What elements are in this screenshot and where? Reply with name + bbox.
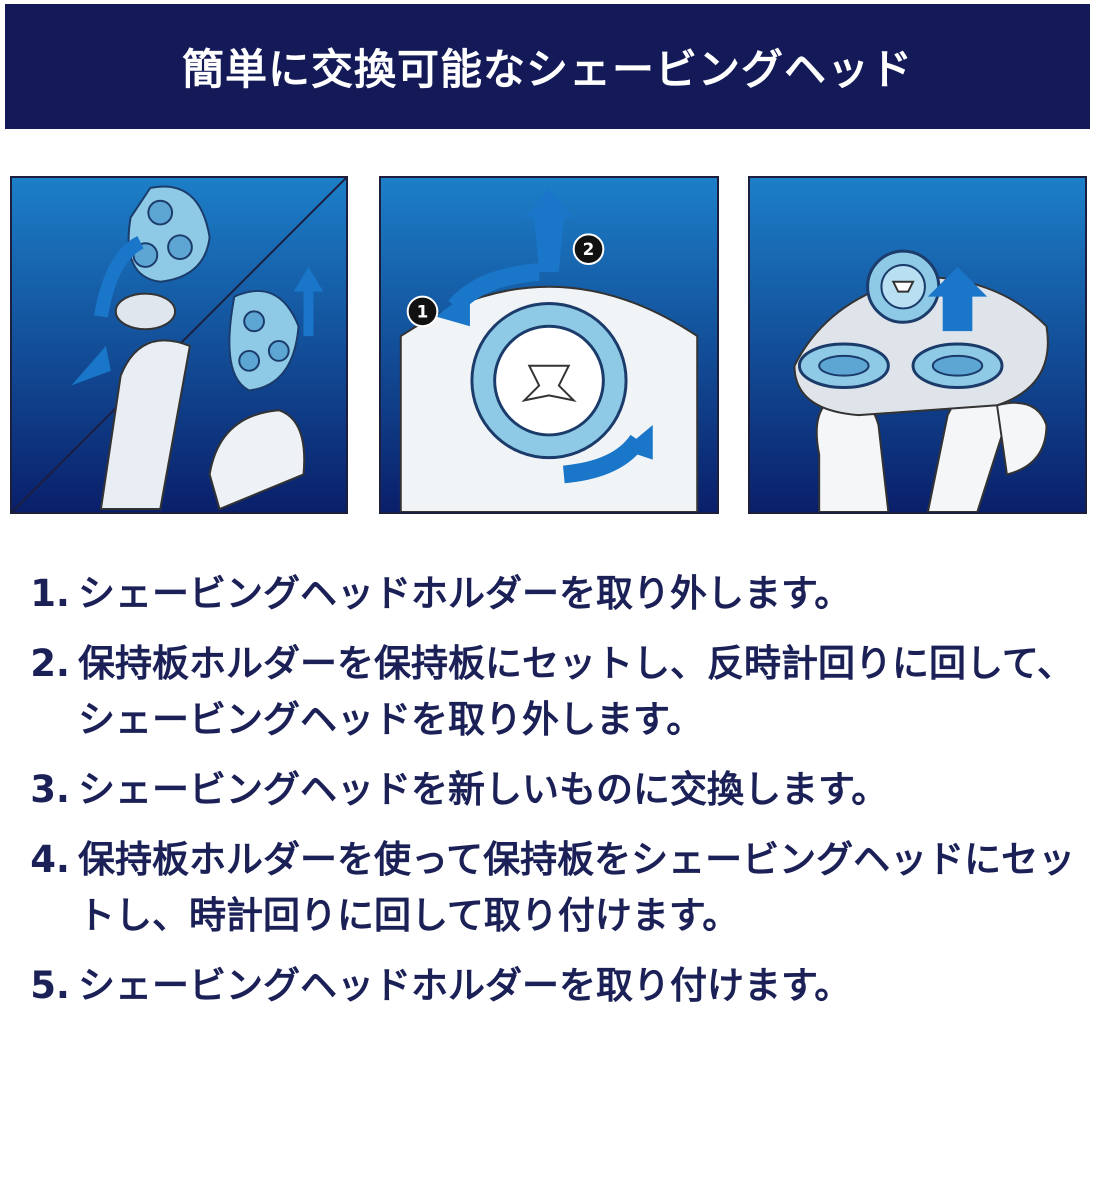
step-badge-2: 2	[572, 233, 605, 265]
badge-label-2: 2	[583, 239, 595, 259]
step-text: 保持板ホルダーを保持板にセットし、反時計回りに回して、シェービングヘッドを取り外…	[78, 642, 1075, 741]
step-number: 3.	[30, 768, 70, 811]
step-5: 5. シェービングヘッドホルダーを取り付けます。	[0, 958, 1107, 1014]
rotate-plate-illustration: 1 2	[379, 176, 719, 514]
counterclockwise-arrow-icon	[435, 291, 470, 327]
instruction-list: 1. シェービングヘッドホルダーを取り外します。 2. 保持板ホルダーを保持板に…	[0, 566, 1107, 1028]
remove-holder-illustration	[10, 176, 348, 514]
header-banner: 簡単に交換可能なシェービングヘッド	[5, 4, 1090, 129]
up-arrow-icon	[293, 266, 324, 337]
replace-head-svg	[750, 178, 1085, 512]
step-text: シェービングヘッドホルダーを取り付けます。	[78, 964, 852, 1007]
step-badge-1: 1	[406, 295, 439, 328]
step-text: シェービングヘッドを新しいものに交換します。	[78, 768, 889, 811]
step-text: 保持板ホルダーを使って保持板をシェービングヘッドにセットし、時計回りに回して取り…	[78, 838, 1076, 937]
step-4: 4. 保持板ホルダーを使って保持板をシェービングヘッドにセットし、時計回りに回し…	[0, 832, 1107, 944]
step-number: 1.	[30, 572, 70, 615]
step-number: 4.	[30, 838, 70, 881]
step-text: シェービングヘッドホルダーを取り外します。	[78, 572, 852, 615]
remove-holder-svg	[12, 178, 346, 512]
step-number: 5.	[30, 964, 70, 1007]
badge-label-1: 1	[417, 301, 429, 321]
replace-head-illustration	[748, 176, 1087, 514]
step-1: 1. シェービングヘッドホルダーを取り外します。	[0, 566, 1107, 622]
banner-title: 簡単に交換可能なシェービングヘッド	[181, 45, 913, 94]
step-2: 2. 保持板ホルダーを保持板にセットし、反時計回りに回して、シェービングヘッドを…	[0, 636, 1107, 748]
curved-arrow-icon	[94, 236, 144, 318]
step-3: 3. シェービングヘッドを新しいものに交換します。	[0, 762, 1107, 818]
up-arrow-icon	[927, 266, 988, 332]
clockwise-arrow-icon	[623, 425, 653, 460]
rotate-plate-svg: 1 2	[381, 178, 717, 512]
step-number: 2.	[30, 642, 70, 685]
up-arrow-icon	[524, 187, 574, 272]
